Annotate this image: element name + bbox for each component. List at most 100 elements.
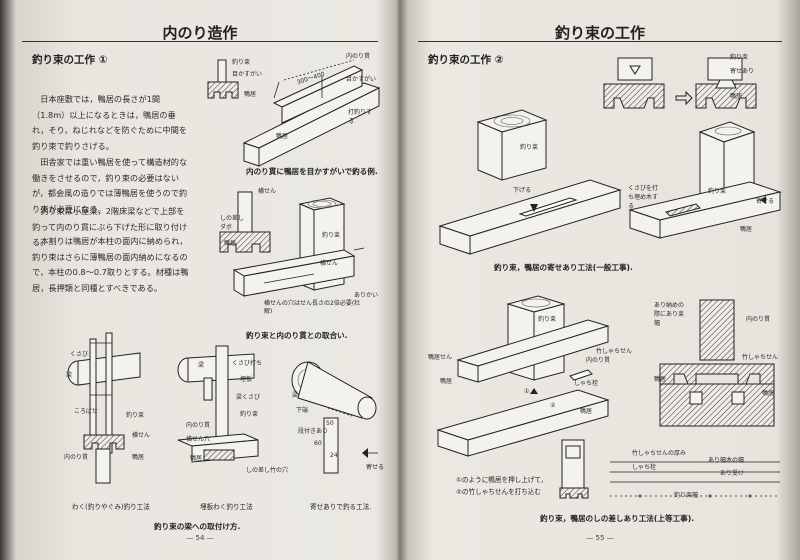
- fig3-label-yokosen: 横せん: [132, 432, 151, 439]
- note-2: ②の竹しゃちせんを打ち込む: [456, 488, 542, 496]
- paragraph-1: 日本座敷では，鴨居の長さが1間（1.8m）以上になるときは，鴨居の垂れ，そり，ね…: [32, 94, 187, 151]
- fig2r-label-kusabi: くさびを打ち埋め木する: [628, 185, 659, 210]
- fig4r-label-takeshachi: 竹しゃちせん: [742, 354, 779, 361]
- fig3r-marker-1: ①: [524, 388, 530, 395]
- fig5-dim-24: 24: [330, 452, 338, 459]
- fig3r-label-takeshachi: 竹しゃちせん: [596, 348, 633, 355]
- left-page: 内のり造作 釣り束の工作 ① 日本座敷では，鴨居の長さが1間（1.8m）以上にな…: [14, 0, 386, 560]
- fig4-label-shinosashi-hole: しの差し竹の穴: [246, 467, 289, 474]
- fig5-label-dantsukiari: 段付きあり: [298, 428, 329, 435]
- right-page: 釣り束の工作 釣り束の工作 ② 釣り束 寄せあり 鴨居 釣り束 下げる: [410, 0, 790, 560]
- fig2r-label-tsurizuka-2: 釣り束: [708, 188, 727, 195]
- fig4-label-nuki: 内のり貫: [186, 422, 211, 429]
- fig3-label-kusabi: くさび: [70, 351, 89, 358]
- fig2r-label-kamoi: 鴨居: [740, 226, 753, 233]
- fig2r-label-sageru: 下げる: [513, 187, 532, 194]
- header-rule: [418, 41, 782, 42]
- fig4r-label-kamoi: 鴨居: [654, 376, 667, 383]
- fig1r-label-tsurizuka: 釣り束: [730, 54, 749, 61]
- paragraph-3: 釣り束は小屋梁，2階床梁などで上部を釣って内のり貫にぶら下げた形に取り付ける。: [32, 206, 188, 248]
- fig4-caption: 埋板わく釣り工法: [200, 503, 253, 511]
- figure-tsurizuka-nuki: [219, 191, 365, 297]
- fig1-label-uchinorinuki: 内のり貫: [346, 53, 371, 60]
- fig4r-label-kamoi-2: 鴨居: [762, 390, 775, 397]
- fig3r-label-nuki: 内のり貫: [586, 357, 611, 364]
- fig1-label-mekasugai-2: 目かすがい: [346, 76, 377, 83]
- fig4-label-yokosenana: 横せん穴: [186, 436, 211, 443]
- fig4-label-harikusabi: 梁くさび: [236, 394, 261, 401]
- fig5-dim-50: 50: [326, 420, 334, 427]
- fig2-label-shinosashi: しの差しダボ: [220, 215, 245, 231]
- fig2-label-tsurizuka: 釣り束: [322, 232, 341, 239]
- fig5r-label-shachisen: しゃち栓: [632, 464, 657, 471]
- fig1-label-tsurizuka: 釣り束: [232, 59, 251, 66]
- bottom-caption: 釣り束の梁への取付け方.: [154, 522, 241, 531]
- fig4r-label-nuki: 内のり貫: [746, 316, 771, 323]
- fig3-label-tsurizuka: 釣り束: [126, 412, 145, 419]
- fig1r-label-yoseari: 寄せあり: [730, 68, 755, 75]
- right-section-title: 釣り束の工作 ②: [428, 54, 504, 66]
- fig2-label-yokosen-2: 横せん: [320, 260, 339, 267]
- fig1-label-mekasugai: 目かすがい: [232, 71, 263, 78]
- fig4-label-umeita: 埋板: [240, 376, 253, 383]
- fig2-label-kamoi: 鴨居: [224, 240, 237, 247]
- fig5r-label-zukahaba: 釣り束幅: [674, 492, 699, 499]
- fig2r-label-tsurizuka: 釣り束: [520, 144, 539, 151]
- fig3-label-korobase: ころばせ: [74, 408, 99, 415]
- fig5r-label-ariuke: あり受け: [720, 470, 745, 477]
- figure-tsurizuka-kamoi-general: [438, 109, 782, 255]
- fig5-label-shitaba: 下端: [296, 407, 309, 414]
- fig1-caption: 内のり貫に鴨居を目かすがいで釣る例.: [246, 167, 378, 176]
- fig4r-label-note: あり納めの際にあり束幅: [654, 302, 685, 327]
- fig3-label-kamoi: 鴨居: [132, 454, 145, 461]
- fig1-label-uchitsuri: 打釣りする: [348, 109, 373, 125]
- fig3-label-nuki: 内のり貫: [64, 454, 89, 461]
- fig5-dim-60: 60: [314, 440, 322, 447]
- figure-umeita-waku-tsuri: [177, 345, 259, 463]
- paragraph-4: 本割りは鴨居が本柱の面内に納められ，釣り束はさらに薄鴨居の面内納めになるので，本…: [32, 236, 189, 293]
- figure-yoseari-sequence: [603, 57, 757, 109]
- fig3r-label-tsurizuka: 釣り束: [538, 316, 557, 323]
- fig3r-label-kamoi: 鴨居: [440, 378, 453, 385]
- page-number-right: — 55 —: [586, 534, 614, 542]
- figure-waku-tsuri: [67, 332, 141, 484]
- header-rule: [22, 41, 378, 42]
- fig4-label-tsurizuka: 釣り束: [240, 411, 259, 418]
- fig4-label-kusabiuchi: くさび打ち: [232, 360, 263, 367]
- left-page-header: 内のり造作: [162, 24, 238, 42]
- fig1-label-kamoi-2: 鴨居: [276, 133, 289, 140]
- fig1r-label-kamoi: 鴨居: [730, 93, 743, 100]
- fig3r-label-kamoisen: 鴨居せん: [428, 354, 453, 361]
- fig2-label-note: 横せんの穴はせん長さの2倍必要(杜解): [264, 300, 361, 315]
- figure-ari-section: [659, 299, 775, 427]
- fig5-caption: 寄せありで釣る工法.: [310, 503, 372, 511]
- fig4-label-hari: 梁: [198, 362, 205, 369]
- fig5r-label-thickness: 竹しゃちせんの厚み: [632, 450, 687, 457]
- fig5r-label-arihaba: あり幅木の幅: [708, 457, 745, 464]
- fig1-label-kamoi: 鴨居: [244, 91, 257, 98]
- figure-yoseari-tsuri: [291, 361, 378, 474]
- fig3-caption: わく(釣りやぐみ)釣り工法: [72, 503, 150, 511]
- fig345-caption: 釣り束，鴨居のしの差しあり工法(上等工事).: [540, 514, 695, 523]
- paragraph-2: 田舎家では重い鴨居を使って構造材的な働きをさせるので，釣り束の必要はないが，都会…: [32, 157, 188, 214]
- fig2-caption: 釣り束と内のり貫との取合い.: [246, 331, 348, 340]
- fig5-label-hari: 梁: [292, 392, 299, 399]
- fig5-label-yoseru: 寄せる: [366, 464, 385, 471]
- right-page-header: 釣り束の工作: [554, 24, 645, 42]
- fig3r-marker-2: ②: [550, 402, 556, 409]
- fig2-label-arikai: ありかい: [354, 292, 379, 299]
- fig3-label-hari: 梁: [66, 372, 73, 379]
- figure-kamoi-nuki-kasugai: [207, 59, 381, 167]
- note-1: ①のように鴨居を押し上げて，: [456, 476, 548, 484]
- figure-shinosashi-ari: [436, 295, 610, 457]
- fig12-caption: 釣り束，鴨居の寄せあり工法(一般工事).: [494, 263, 633, 272]
- fig2r-label-yoseru: 寄せる: [756, 198, 775, 205]
- left-section-title: 釣り束の工作 ①: [32, 54, 108, 66]
- page-number-left: — 54 —: [186, 534, 214, 542]
- fig4-label-kamoi: 鴨居: [190, 455, 203, 462]
- figure-plan-view: [559, 439, 780, 499]
- fig3r-label-kamoi-2: 鴨居: [580, 408, 593, 415]
- fig2-label-yokosen: 横せん: [258, 188, 277, 195]
- fig3r-label-shachisen: しゃち栓: [574, 380, 599, 387]
